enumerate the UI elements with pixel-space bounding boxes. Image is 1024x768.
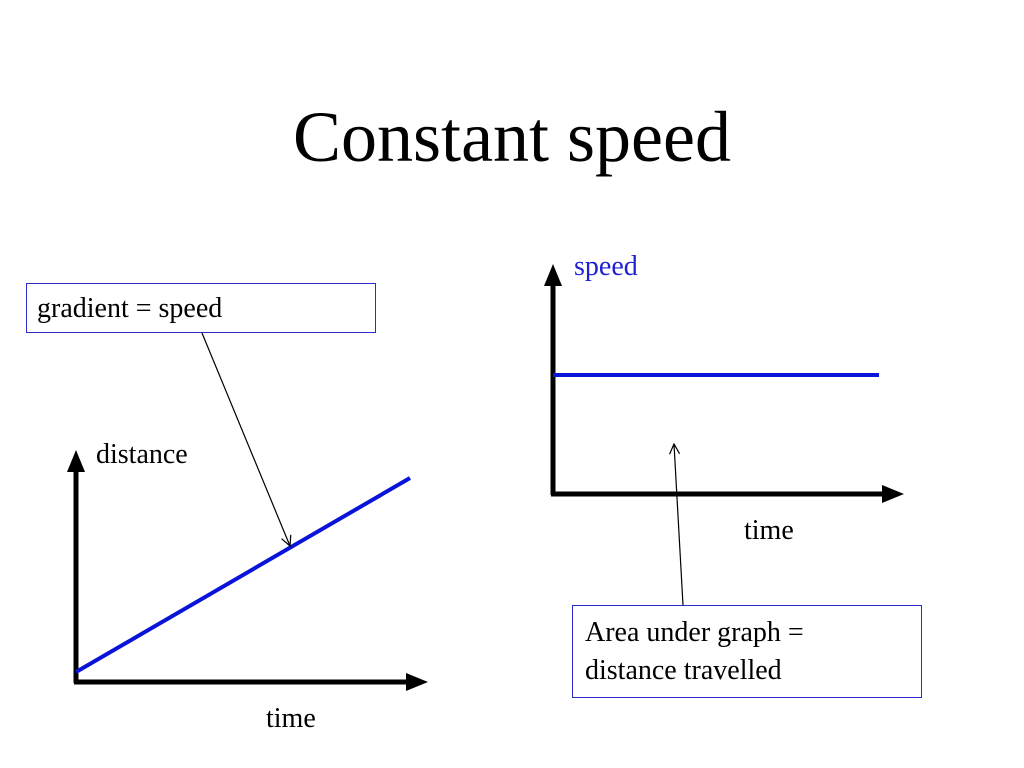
gradient-callout-box: gradient = speed [26,283,376,333]
y-axis-arrowhead [67,450,85,472]
distance-line [74,476,412,674]
x-axis-arrowhead [406,673,428,691]
gradient-callout-text: gradient = speed [37,293,223,324]
page-title: Constant speed [293,97,731,177]
area-callout-line-1: Area under graph = [585,617,804,648]
area-callout-box: Area under graph = distance travelled [572,605,922,698]
y-axis-arrowhead [544,264,562,286]
area-pointer-arrow [674,444,684,606]
time-axis-label: time [744,515,794,546]
area-callout-line-2: distance travelled [585,655,782,686]
speed-time-graph [544,264,904,606]
time-axis-label: time [266,703,316,734]
distance-axis-label: distance [96,439,188,470]
gradient-pointer-arrow [201,332,290,546]
speed-axis-label: speed [574,251,638,282]
x-axis-arrowhead [882,485,904,503]
distance-time-graph [67,332,428,691]
